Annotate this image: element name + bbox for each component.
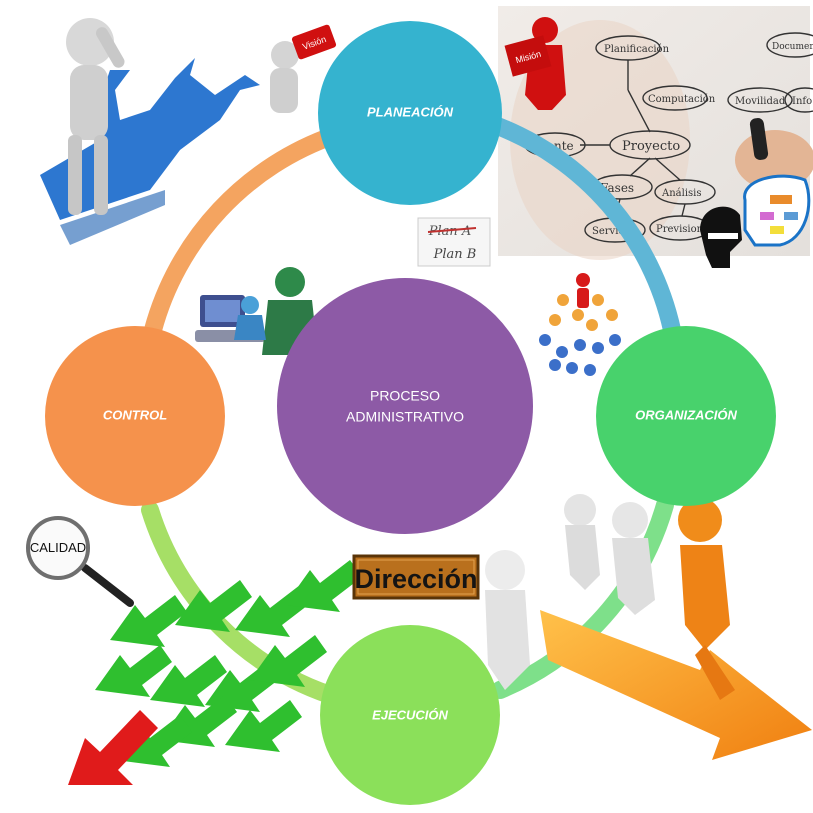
node-planeacion: PLANEACIÓN	[318, 21, 502, 205]
orange-arrow-icon	[540, 610, 812, 760]
direccion-label: Dirección	[354, 564, 477, 594]
plan-note: Plan A Plan B	[417, 217, 491, 267]
node-ejecucion: EJECUCIÓN	[320, 625, 500, 805]
node-control-label: CONTROL	[103, 407, 167, 422]
board-item-servicios: Servicios	[592, 226, 638, 237]
arc-organizacion-ejecucion	[491, 496, 674, 699]
running-figures-icon	[485, 494, 735, 700]
node-planeacion-label: PLANEACIÓN	[367, 104, 454, 119]
board-item-planificacion: Planificación	[604, 44, 670, 55]
board-item-movilidad: Movilidad	[735, 96, 786, 107]
node-organizacion-label: ORGANIZACIÓN	[635, 407, 737, 422]
node-ejecucion-label: EJECUCIÓN	[372, 707, 448, 722]
board-item-analisis: Análisis	[661, 188, 701, 199]
center-line-2: ADMINISTRATIVO	[346, 409, 464, 425]
plan-b-text: Plan B	[433, 247, 477, 262]
arc-planeacion-organizacion	[486, 116, 681, 339]
plan-a-text: Plan A	[428, 224, 472, 239]
board-item-proyecto: Proyecto	[622, 139, 680, 154]
vision-figure-icon: Visión	[270, 24, 337, 113]
whiteboard-photo: Planificación Computación Proyecto Clien…	[498, 6, 813, 268]
green-arrows-icon	[95, 560, 362, 767]
calidad-label: CALIDAD	[30, 540, 86, 555]
board-item-documentacion: Documentación	[772, 41, 813, 52]
red-arrow-icon	[68, 710, 158, 785]
arc-control-planeacion	[144, 126, 344, 339]
plan-a-strike	[427, 227, 477, 233]
board-item-previsiones: Previsiones	[656, 224, 714, 235]
center-node: PROCESO ADMINISTRATIVO	[277, 278, 533, 534]
thinking-figure-icon	[40, 18, 260, 245]
magnifier-icon: CALIDAD	[26, 516, 134, 607]
puzzle-figure-icon: Misión	[504, 17, 566, 110]
board-item-computacion: Computación	[648, 94, 716, 105]
hand-marker-icon	[735, 118, 813, 190]
node-control: CONTROL	[45, 326, 225, 506]
thinking-head-icon	[700, 174, 811, 268]
center-line-1: PROCESO	[370, 388, 440, 404]
board-item-info: Info	[792, 96, 812, 107]
direccion-sign: Dirección	[352, 554, 480, 600]
crowd-icon	[539, 273, 621, 376]
node-organizacion: ORGANIZACIÓN	[596, 326, 776, 506]
